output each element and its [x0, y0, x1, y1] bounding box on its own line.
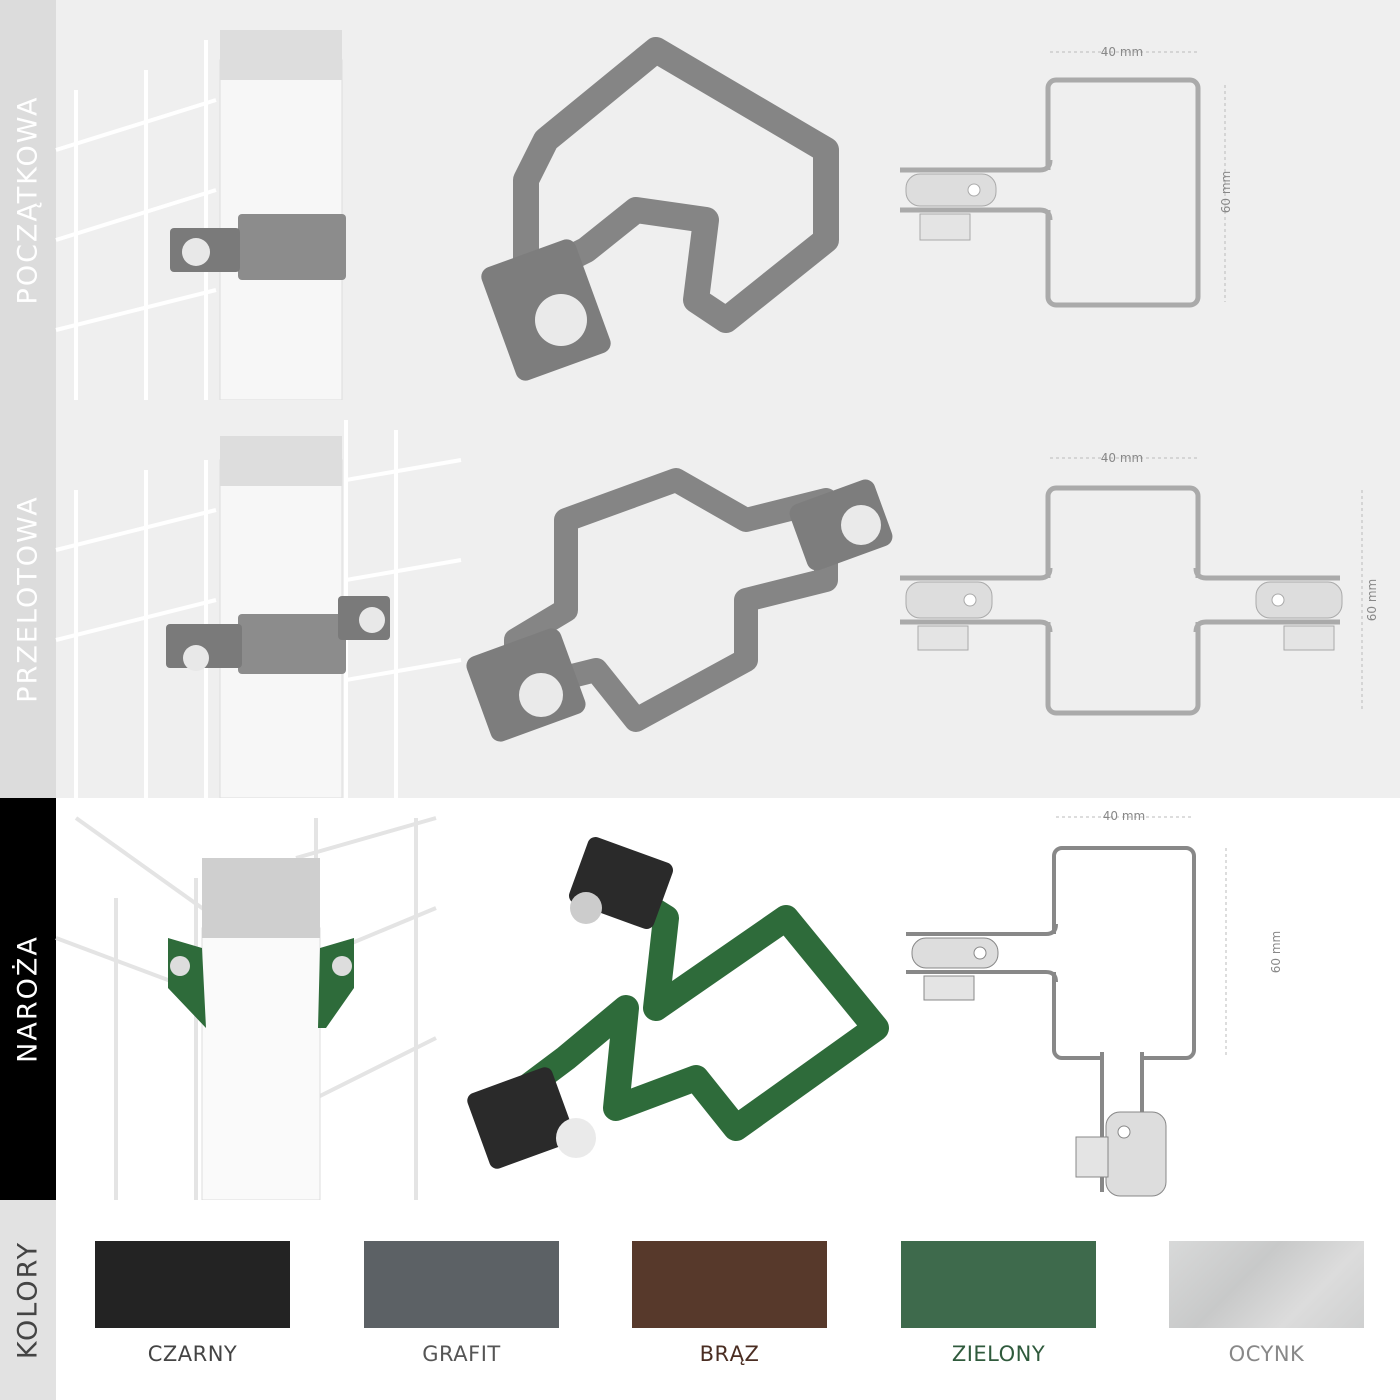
post-illustration: [55, 420, 462, 799]
section-label: KOLORY: [12, 1240, 44, 1360]
swatch-czarny: [95, 1241, 290, 1328]
technical-drawing: 40 mm 60 mm: [900, 45, 1233, 308]
section-label: PRZELOTOWA: [12, 495, 44, 703]
bracket-line-illustration: [466, 468, 893, 742]
bracket-starter-illustration: [481, 37, 839, 381]
section-kolory: KOLORY CZARNY GRAFIT BRĄZ ZIELONY OCYNK: [0, 1200, 1400, 1400]
swatch-label: BRĄZ: [699, 1342, 760, 1366]
width-dimension: 40 mm: [1101, 451, 1143, 465]
section-label: NAROŻA: [12, 935, 44, 1063]
swatch-label: ZIELONY: [951, 1342, 1046, 1366]
swatch-label: CZARNY: [147, 1342, 238, 1366]
technical-drawing: 40 mm 60 mm: [906, 809, 1283, 1197]
section-naroza: NAROŻA 40 mm 60 mm: [0, 798, 1400, 1201]
section-label-bar: NAROŻA: [0, 798, 56, 1200]
swatch-grafit: [364, 1241, 559, 1328]
color-swatches: CZARNY GRAFIT BRĄZ ZIELONY OCYNK: [56, 1200, 1400, 1400]
technical-drawing: 40 mm 60 mm: [900, 451, 1379, 716]
width-dimension: 40 mm: [1103, 809, 1145, 823]
swatch-label: OCYNK: [1228, 1342, 1305, 1366]
height-dimension: 60 mm: [1219, 171, 1233, 213]
height-dimension: 60 mm: [1269, 931, 1283, 973]
section-przelotowa: PRZELOTOWA 40 mm 60 mm: [0, 400, 1400, 799]
section-label-bar: KOLORY: [0, 1200, 56, 1400]
swatch-label: GRAFIT: [422, 1342, 501, 1366]
post-illustration: [55, 816, 437, 1201]
swatch-zielony: [901, 1241, 1096, 1328]
section-panel: 40 mm 60 mm: [55, 0, 1400, 401]
width-dimension: 40 mm: [1101, 45, 1143, 59]
section-poczatkowa: POCZĄTKOWA 40 mm 60 mm: [0, 0, 1400, 401]
height-dimension: 60 mm: [1365, 579, 1379, 621]
section-label-bar: PRZELOTOWA: [0, 400, 56, 798]
section-panel: 40 mm 60 mm: [55, 798, 1400, 1201]
swatch-ocynk: [1169, 1241, 1364, 1328]
section-label: POCZĄTKOWA: [12, 95, 44, 305]
bracket-corner-illustration: [467, 836, 889, 1169]
section-panel: 40 mm 60 mm: [55, 400, 1400, 799]
section-label-bar: POCZĄTKOWA: [0, 0, 56, 400]
post-illustration: [55, 30, 346, 401]
swatch-braz: [632, 1241, 827, 1328]
